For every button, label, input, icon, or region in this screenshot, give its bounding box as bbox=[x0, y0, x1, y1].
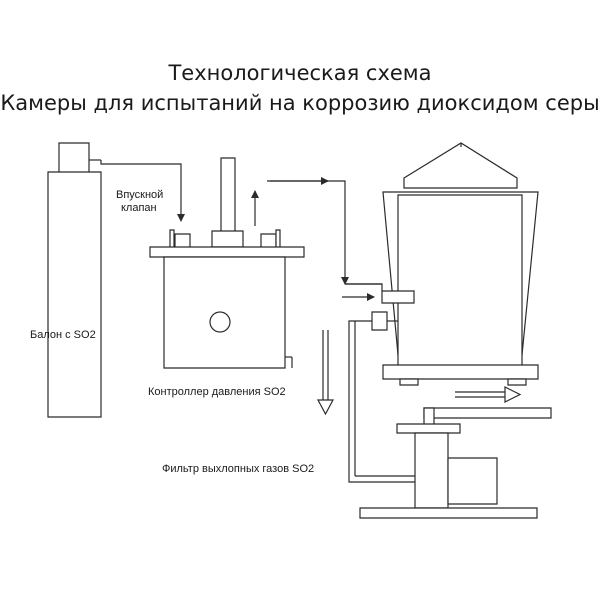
outflow-right-arrow bbox=[455, 387, 520, 402]
exhaust-line bbox=[349, 321, 430, 482]
so2-feed-line bbox=[101, 160, 185, 222]
diagram-title-line1: Технологическая схема bbox=[168, 61, 432, 85]
diagram-title-line2: Камеры для испытаний на коррозию диоксид… bbox=[0, 91, 600, 115]
exhaust-down-arrow bbox=[318, 330, 333, 414]
pressure-controller-label: Контроллер давления SO2 bbox=[148, 386, 286, 398]
test-chamber bbox=[345, 143, 538, 385]
pressure-controller bbox=[150, 158, 304, 368]
inlet-valve-label-line1: Впускной bbox=[116, 189, 164, 201]
cylinder-label: Балон с SO2 bbox=[30, 329, 96, 341]
controller-to-chamber-line bbox=[267, 177, 349, 285]
exhaust-filter-label: Фильтр выхлопных газов SO2 bbox=[162, 463, 315, 475]
exhaust-filter bbox=[360, 408, 551, 518]
so2-cylinder bbox=[48, 143, 101, 417]
inlet-valve-label-line2: клапан bbox=[121, 202, 157, 214]
